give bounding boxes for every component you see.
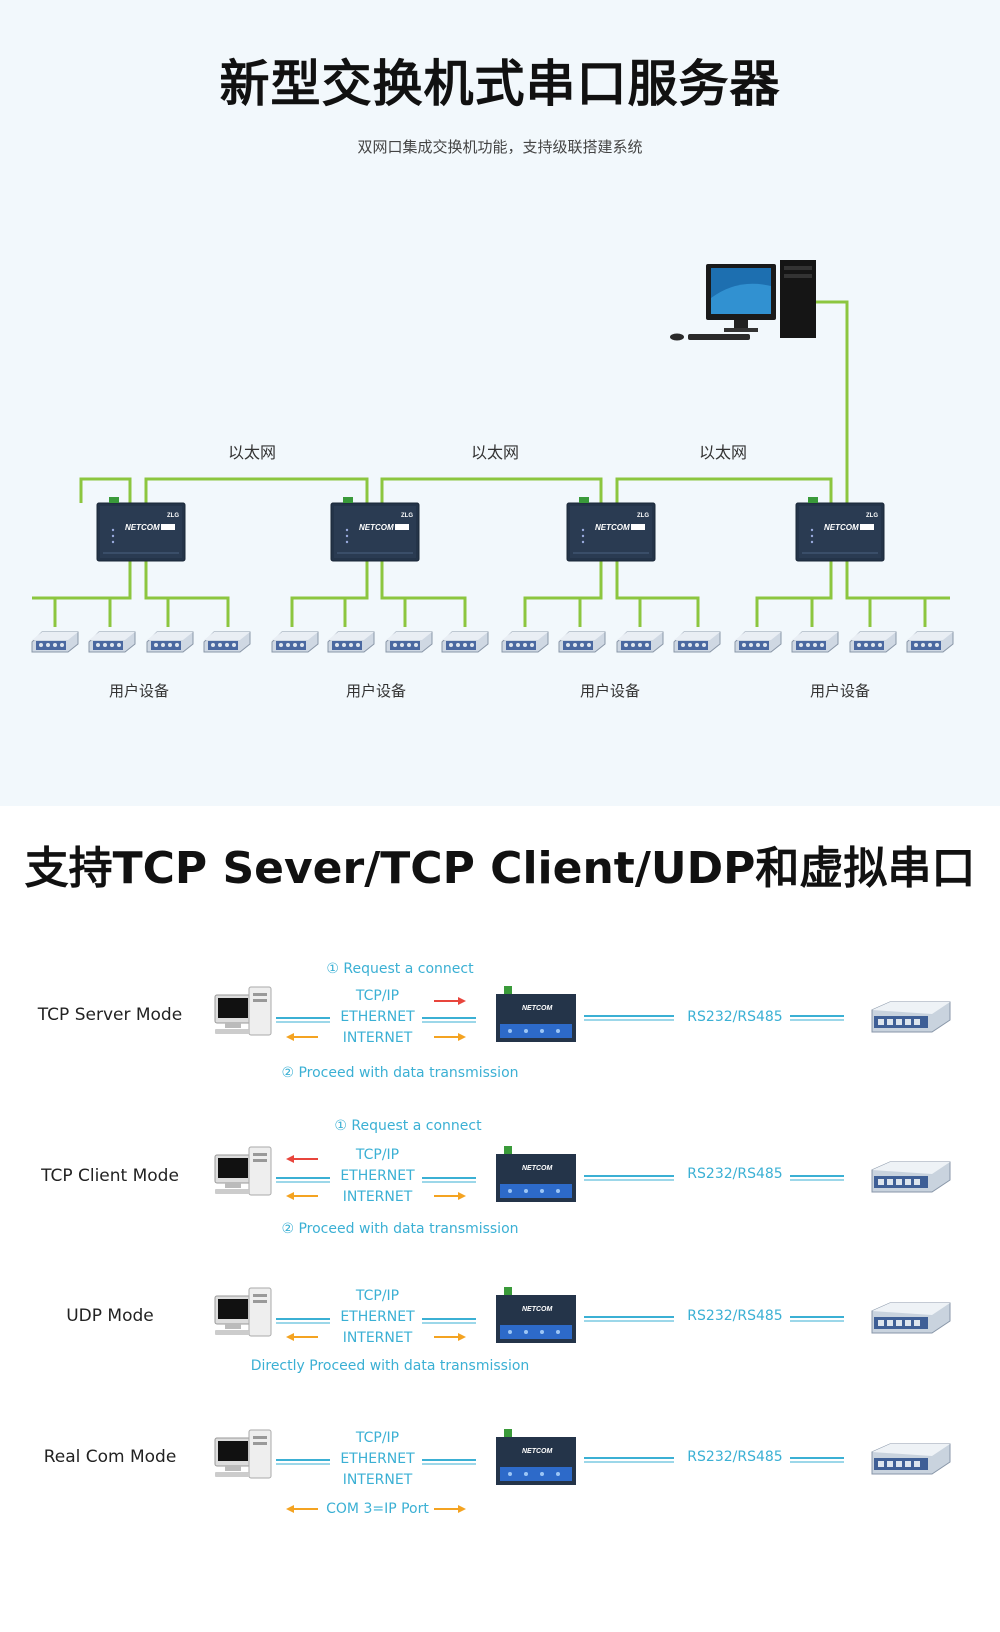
net-label: INTERNET <box>342 1330 413 1346</box>
net-label: TCP/IP <box>355 1288 400 1304</box>
serial-server-3 <box>566 496 656 562</box>
ethernet-label: 以太网 <box>227 443 276 462</box>
user-device-label: 用户设备 <box>345 682 406 700</box>
serial-server-1 <box>96 496 186 562</box>
topology-section <box>0 0 1000 806</box>
ethernet-label: 以太网 <box>698 443 747 462</box>
user-device-label: 用户设备 <box>809 682 870 700</box>
modes-section <box>0 806 1000 1632</box>
ethernet-label: 以太网 <box>470 443 519 462</box>
net-label: ETHERNET <box>340 1309 415 1325</box>
serial-server-4 <box>795 496 885 562</box>
page-title: 新型交换机式串口服务器 <box>219 55 781 113</box>
mode-name-real-com: Real Com Mode <box>43 1447 177 1467</box>
net-label: INTERNET <box>342 1472 413 1488</box>
modes-title: 支持TCP Sever/TCP Client/UDP和虚拟串口 <box>24 843 976 894</box>
request-note: ① Request a connect <box>334 1118 482 1134</box>
net-label: ETHERNET <box>340 1451 415 1467</box>
device-bus-1 <box>32 560 230 627</box>
serial-server-2 <box>330 496 420 562</box>
ethernet-links <box>32 300 950 627</box>
net-label: TCP/IP <box>355 988 400 1004</box>
device-bus-4 <box>755 560 950 627</box>
net-label: TCP/IP <box>355 1430 400 1446</box>
user-device-label: 用户设备 <box>579 682 640 700</box>
net-label: INTERNET <box>342 1189 413 1205</box>
user-devices <box>31 631 954 653</box>
serial-label: RS232/RS485 <box>687 1009 783 1025</box>
page-subtitle: 双网口集成交换机功能，支持级联搭建系统 <box>357 138 643 156</box>
net-label: TCP/IP <box>355 1147 400 1163</box>
net-label: ETHERNET <box>340 1009 415 1025</box>
transmission-note: Directly Proceed with data transmission <box>250 1358 530 1374</box>
com-port-note: COM 3=IP Port <box>326 1501 429 1517</box>
mode-name-udp: UDP Mode <box>66 1306 154 1326</box>
transmission-note: ② Proceed with data transmission <box>281 1221 519 1237</box>
serial-label: RS232/RS485 <box>687 1449 783 1465</box>
net-label: INTERNET <box>342 1030 413 1046</box>
serial-label: RS232/RS485 <box>687 1308 783 1324</box>
request-note: ① Request a connect <box>326 961 474 977</box>
computer-icon <box>670 260 816 341</box>
serial-label: RS232/RS485 <box>687 1166 783 1182</box>
mode-name-tcp-server: TCP Server Mode <box>37 1005 183 1025</box>
device-bus-3 <box>523 560 700 627</box>
mode-name-tcp-client: TCP Client Mode <box>41 1166 179 1186</box>
device-bus-2 <box>290 560 467 627</box>
user-device-label: 用户设备 <box>108 682 169 700</box>
net-label: ETHERNET <box>340 1168 415 1184</box>
topology-diagram: ZLG NETCOM <box>31 260 954 653</box>
transmission-note: ② Proceed with data transmission <box>281 1065 519 1081</box>
